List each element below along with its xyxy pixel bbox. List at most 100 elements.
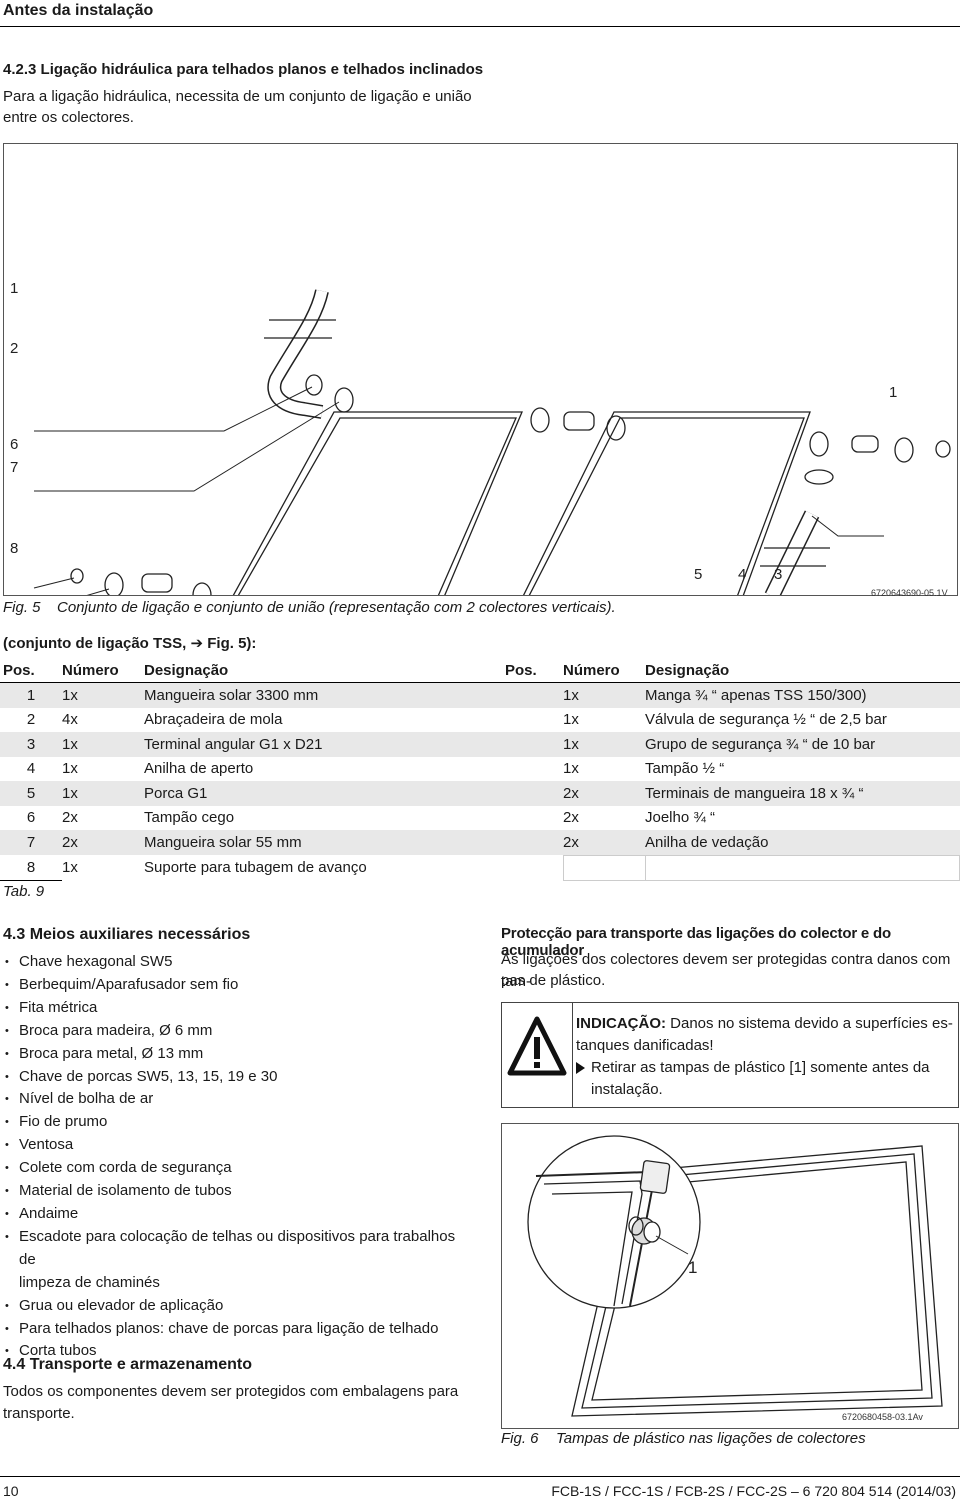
table-cell [644, 854, 960, 881]
corner-cap [639, 1160, 671, 1194]
table-cell: 2 [26, 711, 36, 729]
notice-action-1: Retirar as tampas de plástico [1] soment… [591, 1059, 930, 1076]
list-item: Fita métrica [3, 997, 473, 1020]
table-cell: Suporte para tubagem de avanço [144, 859, 367, 877]
col-header-designacao: Designação [144, 658, 505, 683]
table-row: 5 1x Porca G1 2x Terminais de mangueira … [0, 781, 960, 806]
list-item: Grua ou elevador de aplicação [3, 1295, 473, 1318]
table-cell: 1x [62, 760, 78, 778]
section-4-4-text-2: transporte. [3, 1405, 75, 1422]
list-item: Fio de prumo [3, 1111, 473, 1134]
fig5-callout-5: 5 [694, 566, 703, 583]
fig5-caption-number: Fig. 5 [3, 599, 41, 616]
fig6-callout-1: 1 [688, 1258, 698, 1277]
list-item: Ventosa [3, 1134, 473, 1157]
table-cell: 2x [563, 781, 645, 806]
section-4-4-heading: 4.4 Transporte e armazenamento [3, 1356, 252, 1373]
table-cell: Tampão ½ “ [645, 760, 725, 778]
table-cell [505, 757, 563, 782]
table-cell: Válvula de segurança ½ “ de 2,5 bar [645, 711, 887, 729]
warning-icon [507, 1016, 567, 1076]
figure-5-drawing [33, 289, 951, 727]
document-reference: FCB-1S / FCC-1S / FCB-2S / FCC-2S – 6 72… [551, 1483, 956, 1499]
table-cell: 1x [563, 682, 645, 708]
collector-panel-right [498, 411, 811, 644]
table-label: Tab. 9 [3, 883, 45, 900]
list-item: Escadote para colocação de telhas ou dis… [3, 1226, 473, 1272]
list-item: Material de isolamento de tubos [3, 1180, 473, 1203]
list-item: Corta tubos [3, 1340, 473, 1363]
figure-6-drawing [527, 1135, 943, 1417]
tools-list: Chave hexagonal SW5 Berbequim/Aparafusad… [3, 951, 473, 1363]
table-cell: Terminais de mangueira 18 x ¾ “ [645, 781, 960, 806]
top-connectors [305, 374, 951, 485]
table-cell: 5 [0, 781, 62, 806]
notice-box: INDICAÇÃO: Danos no sistema devido a sup… [501, 1002, 959, 1108]
table-cell: 1x [563, 760, 579, 778]
section-4-4-text-1: Todos os componentes devem ser protegido… [3, 1383, 459, 1400]
notice-icon-cell [502, 1003, 573, 1107]
table-row: 4 1x Anilha de aperto 1x Tampão ½ “ [0, 757, 960, 782]
table-cell: Anilha de vedação [645, 830, 960, 855]
notice-action-2: instalação. [591, 1081, 663, 1098]
list-item: Chave de porcas SW5, 13, 15, 19 e 30 [3, 1066, 473, 1089]
protection-text-2: pas de plástico. [501, 972, 606, 989]
table-cell: 7 [0, 830, 62, 855]
notice-label: INDICAÇÃO: [576, 1015, 666, 1032]
table-cell: 1x [62, 859, 78, 877]
table-cell [505, 708, 563, 733]
table-cell: Mangueira solar 3300 mm [144, 682, 505, 708]
section-header: Antes da instalação [3, 2, 154, 19]
table-cell: 4 [26, 760, 36, 778]
table-rule [0, 880, 62, 881]
table-cell: 1x [62, 682, 144, 708]
fig5-callout-8: 8 [10, 540, 19, 557]
table-cell: Porca G1 [144, 781, 505, 806]
table-cell: Anilha de aperto [144, 760, 254, 778]
list-item: Broca para metal, Ø 13 mm [3, 1043, 473, 1066]
table-row: 2 4x Abraçadeira de mola 1x Válvula de s… [0, 708, 960, 733]
fig5-callout-3: 3 [774, 566, 783, 583]
parts-table-header: Pos. Número Designação Pos. Número Desig… [0, 658, 960, 683]
table-row: 1 1x Mangueira solar 3300 mm 1x Manga ¾ … [0, 682, 960, 708]
fig5-callout-6: 6 [10, 436, 19, 453]
list-item: Broca para madeira, Ø 6 mm [3, 1020, 473, 1043]
table-cell: 1x [62, 732, 144, 757]
figure-5-frame: 1 2 1 6 7 8 5 4 3 6720643690-05.1V [3, 143, 958, 727]
fig5-callout-1-right: 1 [889, 384, 898, 401]
table-cell: 1x [563, 732, 645, 757]
header-rule [0, 26, 960, 27]
table-cell: Tampão cego [144, 809, 235, 827]
table-cell: 6 [26, 809, 36, 827]
fig6-caption-text: Tampas de plástico nas ligações de colec… [556, 1430, 866, 1447]
table-cell: 2x [62, 809, 78, 827]
table-cell: Joelho ¾ “ [645, 809, 716, 827]
fig5-callout-1: 1 [10, 280, 19, 297]
notice-line-1: INDICAÇÃO: Danos no sistema devido a sup… [576, 1013, 956, 1035]
table-cell: Mangueira solar 55 mm [144, 830, 505, 855]
list-item: Berbequim/Aparafusador sem fio [3, 974, 473, 997]
page-number: 10 [3, 1483, 19, 1499]
fig6-code: 6720680458-03.1Av [842, 1412, 923, 1422]
table-cell [505, 781, 563, 806]
table-cell [505, 732, 563, 757]
table-cell: 8 [26, 859, 36, 877]
table-cell: 1 [0, 682, 62, 708]
table-row: 7 2x Mangueira solar 55 mm 2x Anilha de … [0, 830, 960, 855]
table-cell [562, 854, 646, 881]
table-cell: 1x [563, 711, 579, 729]
section-4-2-3-text-2: entre os colectores. [3, 109, 134, 126]
col-header-numero: Número [62, 658, 144, 683]
table-cell: 1x [62, 781, 144, 806]
notice-text: INDICAÇÃO: Danos no sistema devido a sup… [576, 1013, 956, 1101]
table-cell [505, 806, 563, 831]
col-header-pos-2: Pos. [505, 658, 563, 683]
fig5-callout-7: 7 [10, 459, 19, 476]
table-cell: 4x [62, 711, 78, 729]
protection-text-1: As ligações dos colectores devem ser pro… [501, 951, 951, 990]
table-cell [505, 855, 563, 881]
parts-table-title: (conjunto de ligação TSS, ➔ Fig. 5): [3, 635, 257, 652]
zoom-circle [527, 1135, 701, 1309]
table-row: 3 1x Terminal angular G1 x D21 1x Grupo … [0, 732, 960, 757]
protection-heading: Protecção para transporte das ligações d… [501, 925, 891, 959]
